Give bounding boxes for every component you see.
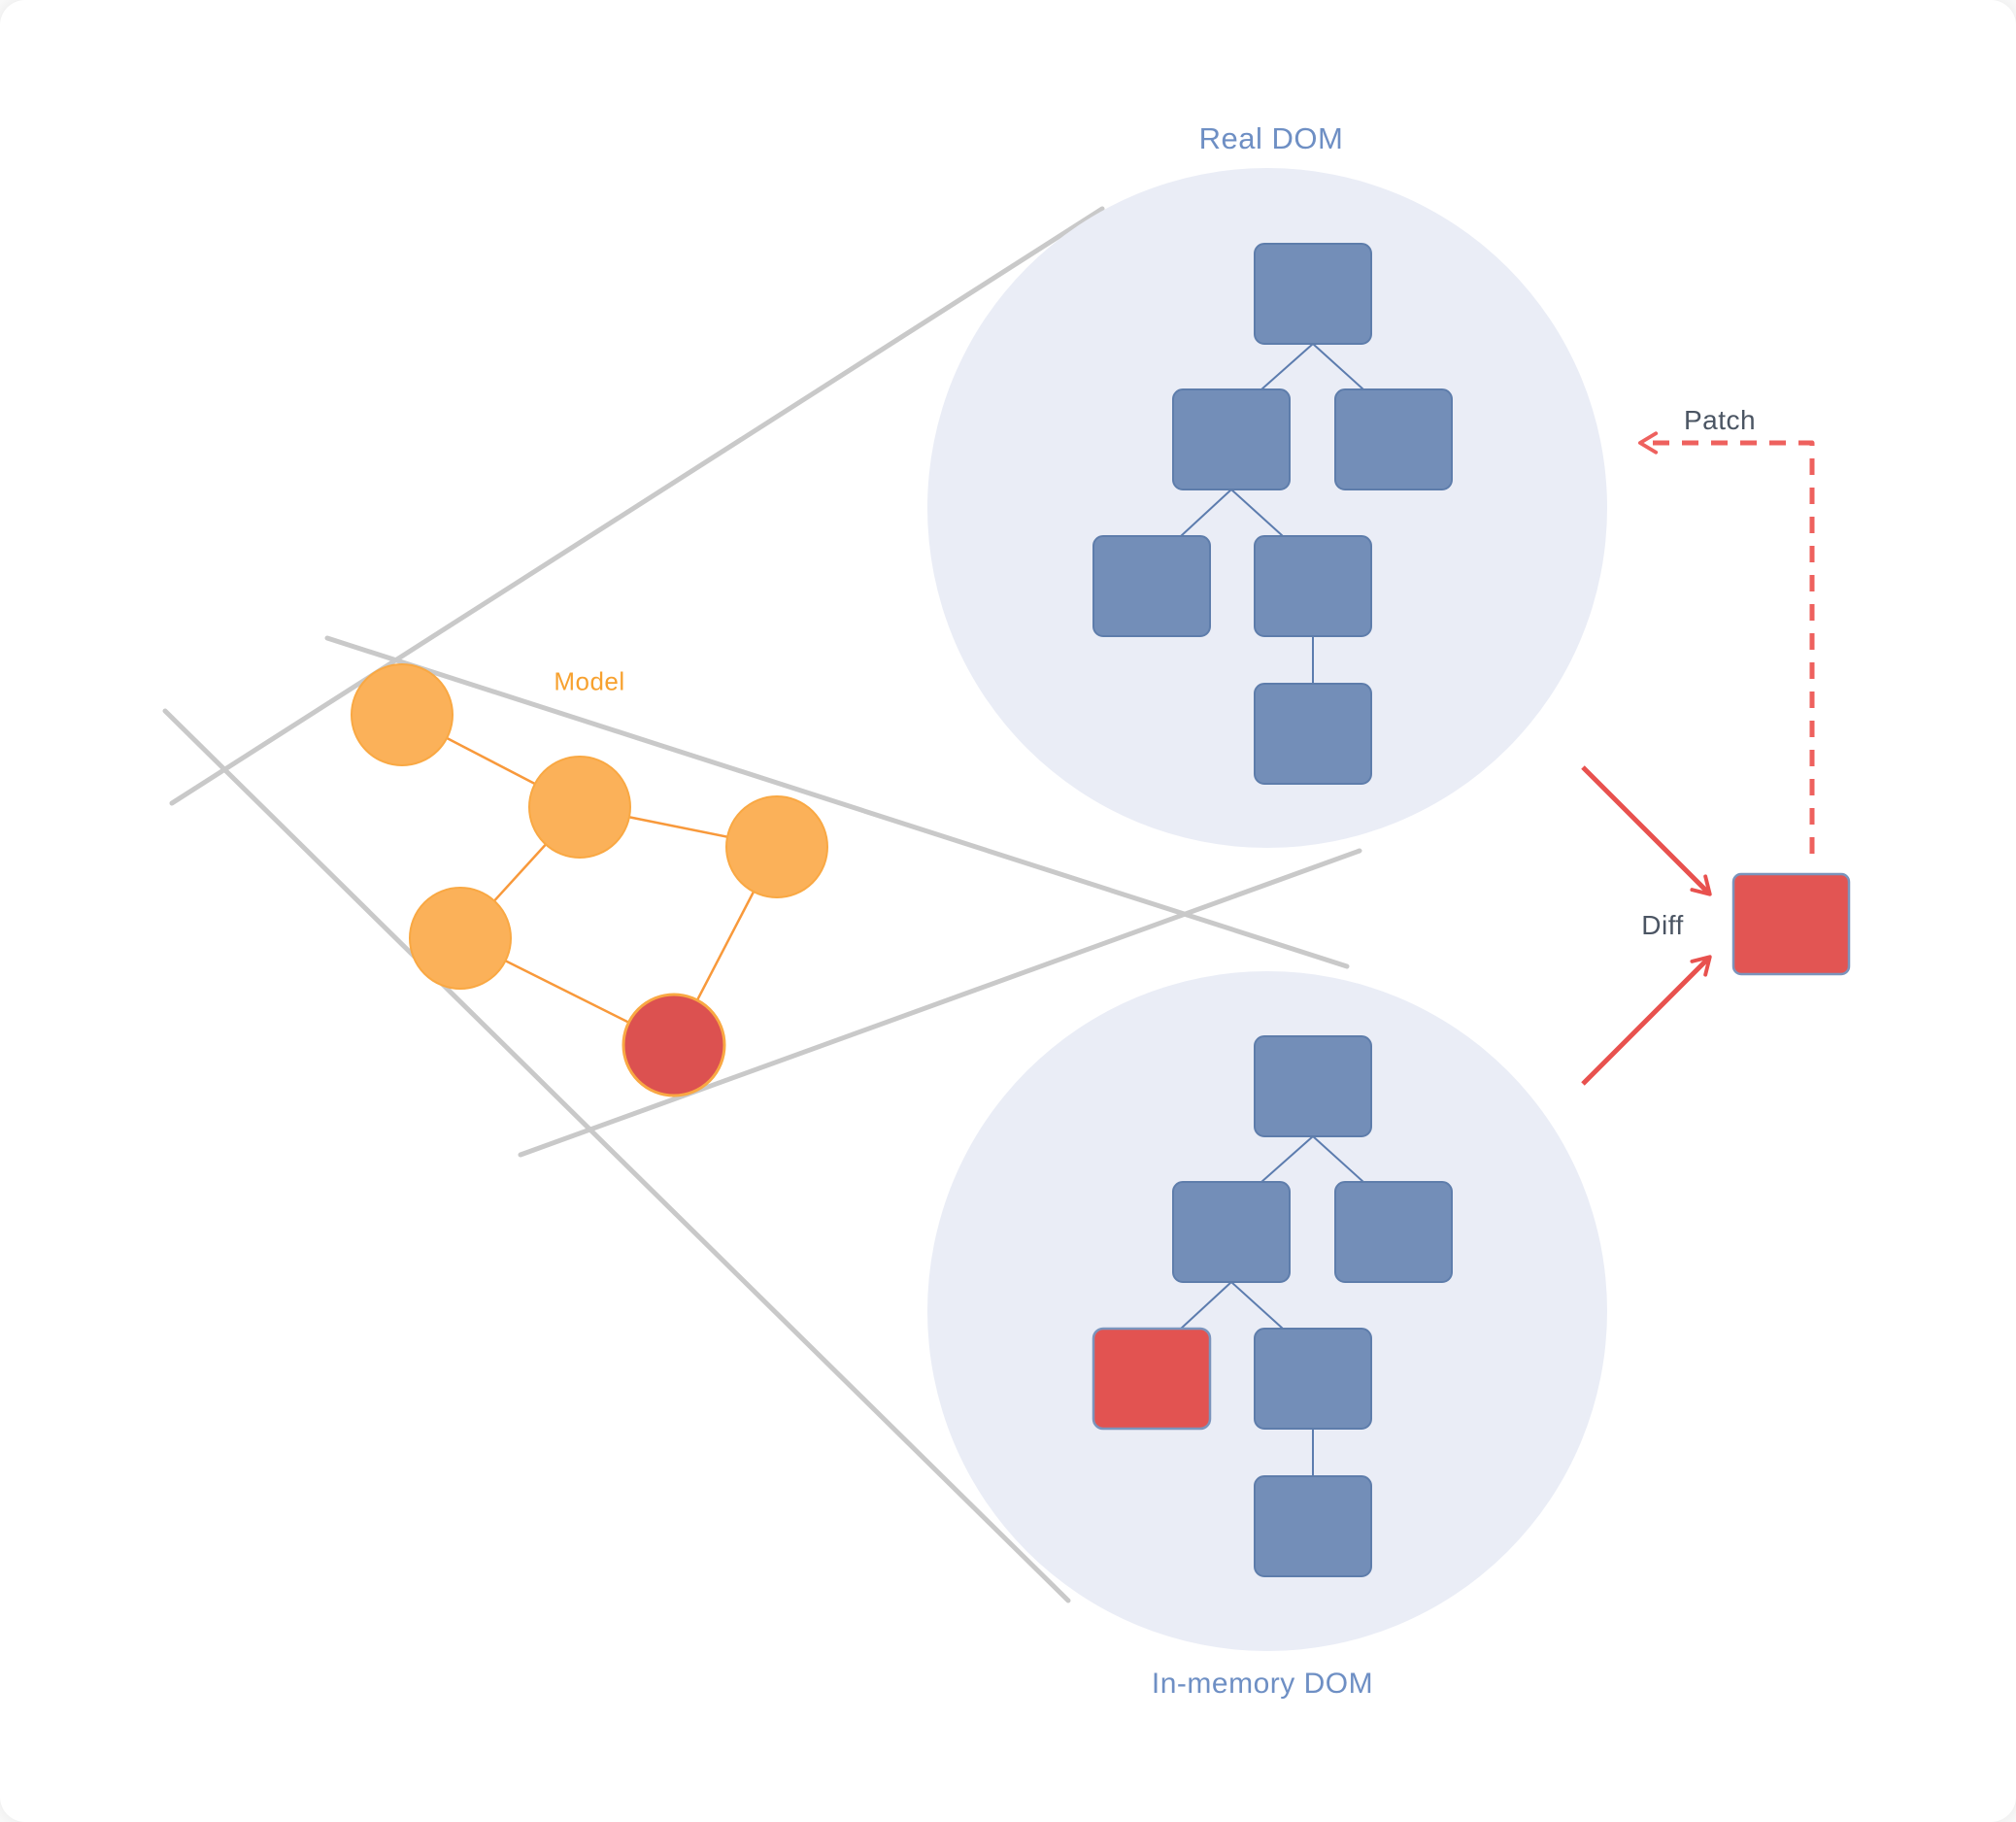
diff-label: Diff [1641,910,1684,940]
tree-node [1172,388,1291,490]
projection-line-to-real-dom-top [169,206,1105,806]
changed-tree-node [1092,1327,1212,1431]
real-dom-label: Real DOM [1198,121,1344,155]
tree-connector [1230,1281,1284,1330]
projection-line-to-in-memory-dom-top [324,635,1350,969]
model-label: Model [554,666,625,696]
tree-connector [1312,1135,1364,1183]
model-node [528,756,631,859]
tree-node [1254,1328,1372,1430]
tree-node [1334,1181,1453,1283]
tree-connector [1180,489,1232,537]
in-memory-dom-circle [927,971,1607,1651]
diff-arrow-from-in-memory-dom [1581,955,1712,1086]
model-node [409,887,512,990]
diff-square [1731,872,1851,976]
tree-connector [1230,489,1284,537]
projection-line-to-real-dom-bottom [518,848,1362,1158]
in-memory-dom-label: In-memory DOM [1151,1668,1374,1700]
tree-node-leaf [1254,683,1372,785]
patch-arrow [1637,431,1815,854]
tree-node [1254,535,1372,637]
model-graph [351,663,828,1097]
tree-connector [1260,343,1314,390]
projection-line-to-in-memory-dom-bottom [162,708,1071,1603]
in-memory-dom-tree [1092,1035,1453,1577]
model-node [725,795,828,898]
diff-arrow-from-real-dom [1581,765,1712,896]
real-dom-circle [927,168,1607,848]
tree-node-root [1254,243,1372,345]
tree-node [1334,388,1453,490]
real-dom-tree [1092,243,1453,785]
model-node [351,663,454,766]
tree-connector [1260,1135,1314,1183]
patch-label: Patch [1683,405,1757,435]
tree-node-root [1254,1035,1372,1137]
tree-node [1172,1181,1291,1283]
model-changed-node [622,993,726,1097]
tree-node [1092,535,1211,637]
tree-node-leaf [1254,1475,1372,1577]
tree-connector [1180,1281,1232,1330]
tree-connector [1312,343,1364,390]
